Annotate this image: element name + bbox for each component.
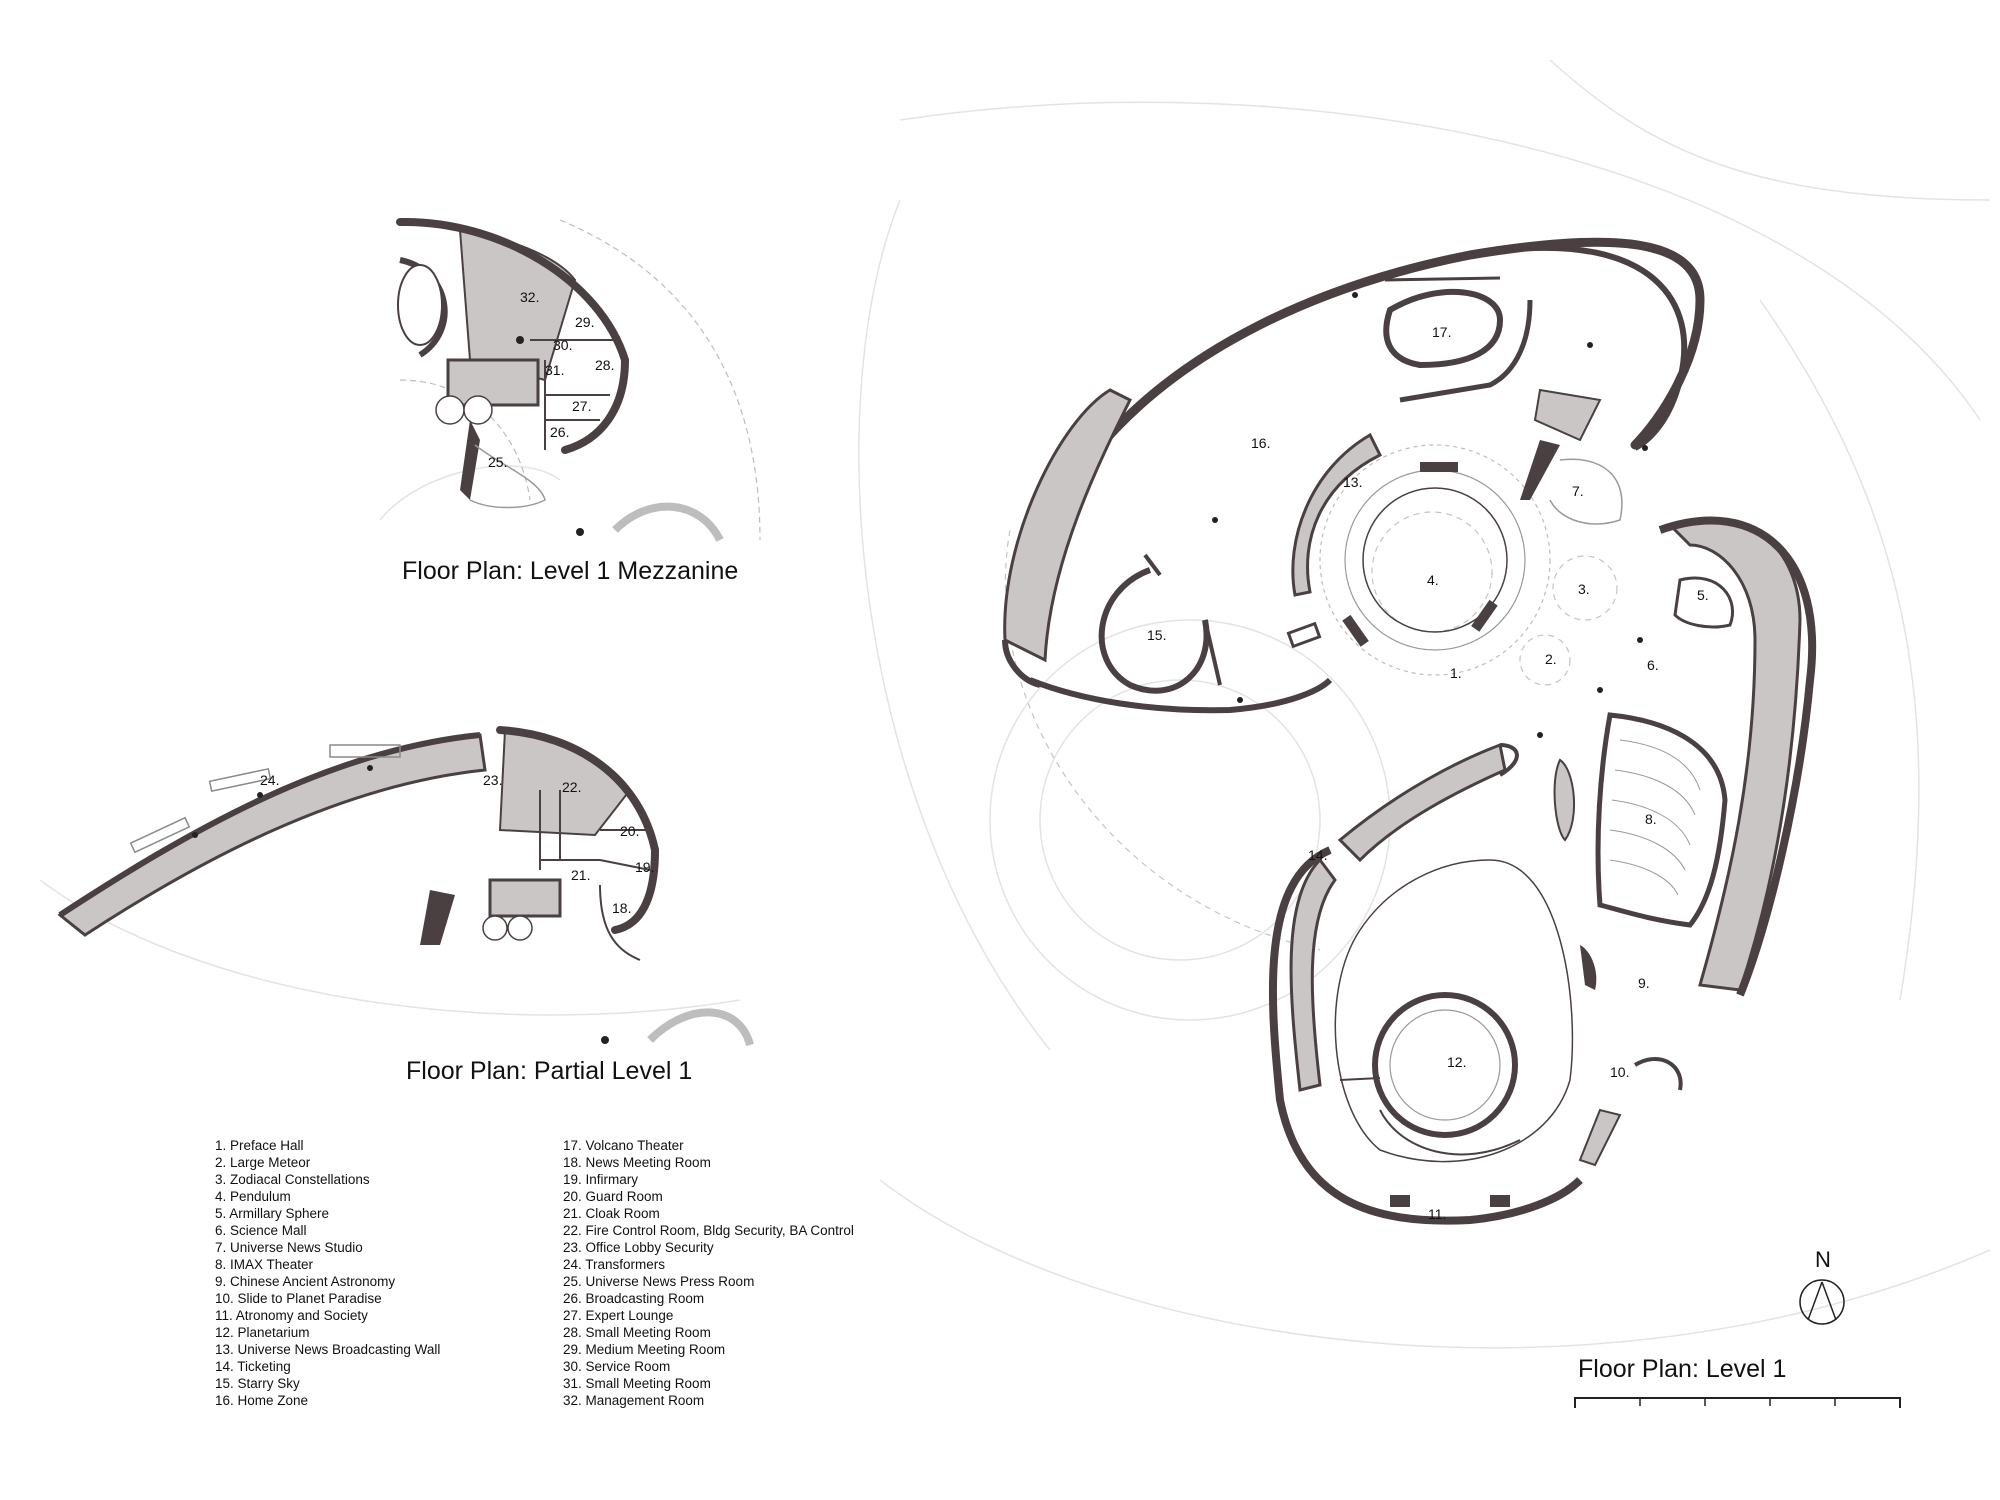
legend-item: 5. Armillary Sphere bbox=[215, 1206, 330, 1221]
room-label: 14. bbox=[1308, 847, 1327, 863]
legend-item: 23. Office Lobby Security bbox=[563, 1240, 714, 1255]
legend-item: 29. Medium Meeting Room bbox=[563, 1342, 726, 1357]
room-label: 18. bbox=[612, 900, 631, 916]
legend-item: 16. Home Zone bbox=[215, 1393, 309, 1408]
legend-item: 21. Cloak Room bbox=[563, 1206, 660, 1221]
room-label: 29. bbox=[575, 314, 594, 330]
room-label: 1. bbox=[1450, 665, 1462, 681]
legend-item: 11. Atronomy and Society bbox=[215, 1308, 368, 1323]
legend-item: 24. Transformers bbox=[563, 1257, 666, 1272]
room-label: 24. bbox=[260, 772, 279, 788]
partial-plan bbox=[57, 726, 754, 1047]
level1-pendulum bbox=[1362, 487, 1508, 633]
level1-starry-sky bbox=[1098, 567, 1210, 694]
level1-south-outer-wall bbox=[1268, 846, 1583, 1225]
legend-item: 17. Volcano Theater bbox=[563, 1138, 684, 1153]
legend-item: 12. Planetarium bbox=[215, 1325, 310, 1340]
room-label: 19. bbox=[635, 859, 654, 875]
room-label: 27. bbox=[572, 398, 591, 414]
level1-armillary-sphere bbox=[1673, 576, 1735, 629]
room-label: 23. bbox=[483, 772, 502, 788]
mezzanine-plan bbox=[396, 217, 761, 542]
level1-planetarium bbox=[1372, 992, 1518, 1138]
legend-item: 28. Small Meeting Room bbox=[563, 1325, 711, 1340]
mezzanine-management-room bbox=[458, 228, 577, 382]
north-arrow: N bbox=[1799, 1247, 1845, 1325]
legend-item: 13. Universe News Broadcasting Wall bbox=[215, 1342, 441, 1357]
legend-item: 2. Large Meteor bbox=[215, 1155, 311, 1170]
room-label: 13. bbox=[1343, 474, 1362, 490]
room-label: 28. bbox=[595, 357, 614, 373]
room-label: 12. bbox=[1447, 1054, 1466, 1070]
room-label: 31. bbox=[545, 362, 564, 378]
level1-south-band bbox=[1289, 857, 1337, 1092]
legend-item: 14. Ticketing bbox=[215, 1359, 291, 1374]
room-label: 21. bbox=[571, 867, 590, 883]
room-label: 10. bbox=[1610, 1064, 1629, 1080]
partial-outer-wall bbox=[496, 726, 660, 934]
room-label: 3. bbox=[1578, 581, 1590, 597]
scale-bar bbox=[1574, 1397, 1901, 1408]
legend-item: 27. Expert Lounge bbox=[563, 1308, 674, 1323]
partial-transformer-band bbox=[57, 733, 487, 937]
level1-west-service-band bbox=[1003, 388, 1133, 663]
legend-item: 19. Infirmary bbox=[563, 1172, 639, 1187]
legend-item: 25. Universe News Press Room bbox=[563, 1274, 755, 1289]
room-label: 30. bbox=[553, 337, 572, 353]
level1-south-hall bbox=[1334, 859, 1574, 1163]
level1-ticketing-band bbox=[1337, 742, 1507, 863]
level1-imax-theater bbox=[1595, 712, 1728, 928]
legend-item: 8. IMAX Theater bbox=[215, 1257, 314, 1272]
legend-item: 22. Fire Control Room, Bldg Security, BA… bbox=[563, 1223, 854, 1238]
legend-right: 17. Volcano Theater 18. News Meeting Roo… bbox=[563, 1137, 854, 1409]
room-label: 32. bbox=[520, 289, 539, 305]
legend-item: 15. Starry Sky bbox=[215, 1376, 300, 1391]
room-label: 15. bbox=[1147, 627, 1166, 643]
legend-item: 6. Science Mall bbox=[215, 1223, 307, 1238]
legend-item: 31. Small Meeting Room bbox=[563, 1376, 711, 1391]
room-label: 22. bbox=[562, 779, 581, 795]
level1-plan bbox=[1002, 237, 1817, 1225]
legend-item: 9. Chinese Ancient Astronomy bbox=[215, 1274, 396, 1289]
room-label: 6. bbox=[1647, 657, 1659, 673]
mezzanine-outer-wall bbox=[396, 217, 630, 454]
legend-item: 26. Broadcasting Room bbox=[563, 1291, 705, 1306]
partial-plan-title: Floor Plan: Partial Level 1 bbox=[406, 1057, 693, 1085]
room-label: 5. bbox=[1697, 587, 1709, 603]
mezzanine-plan-title: Floor Plan: Level 1 Mezzanine bbox=[402, 557, 739, 585]
legend-item: 20. Guard Room bbox=[563, 1189, 663, 1204]
room-label: 20. bbox=[620, 823, 639, 839]
legend-item: 3. Zodiacal Constellations bbox=[215, 1172, 370, 1187]
room-label: 8. bbox=[1645, 811, 1657, 827]
room-label: 9. bbox=[1638, 975, 1650, 991]
legend-item: 30. Service Room bbox=[563, 1359, 671, 1374]
legend-item: 4. Pendulum bbox=[215, 1189, 291, 1204]
level1-volcano-theater bbox=[1383, 288, 1504, 369]
room-label: 4. bbox=[1427, 572, 1439, 588]
legend-left: 1. Preface Hall 2. Large Meteor 3. Zodia… bbox=[215, 1137, 440, 1409]
room-label: 7. bbox=[1572, 483, 1584, 499]
room-label: 2. bbox=[1545, 651, 1557, 667]
room-label: 11. bbox=[1428, 1206, 1446, 1222]
legend-item: 18. News Meeting Room bbox=[563, 1155, 711, 1170]
room-label: 17. bbox=[1432, 324, 1451, 340]
room-labels: 1. 2. 3. 4. 5. 6. 7. 8. 9. 10. 11. 12. 1… bbox=[260, 289, 1709, 1222]
room-label: 26. bbox=[550, 424, 569, 440]
legend-item: 7. Universe News Studio bbox=[215, 1240, 363, 1255]
level1-plan-title: Floor Plan: Level 1 bbox=[1578, 1355, 1787, 1383]
north-label: N bbox=[1815, 1247, 1831, 1272]
room-label: 25. bbox=[488, 454, 507, 470]
legend-item: 10. Slide to Planet Paradise bbox=[215, 1291, 382, 1306]
legend-item: 1. Preface Hall bbox=[215, 1138, 304, 1153]
room-label: 16. bbox=[1251, 435, 1270, 451]
level1-east-wall bbox=[1658, 516, 1817, 997]
legend-item: 32. Management Room bbox=[563, 1393, 705, 1408]
level1-broadcast-wall bbox=[1291, 432, 1383, 597]
